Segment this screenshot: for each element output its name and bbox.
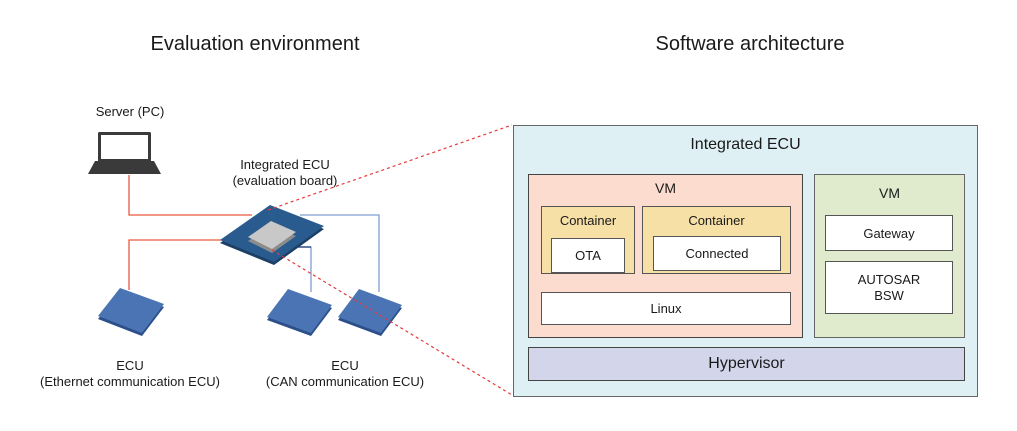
evaluation-environment-title: Evaluation environment (150, 33, 360, 55)
ecu-can-label: ECU (CAN communication ECU) (250, 358, 440, 390)
server-label: Server (PC) (95, 104, 165, 119)
ecu-ethernet-label-line1: ECU (116, 358, 144, 373)
vm-right-label: VM (879, 185, 900, 201)
ecu-can-device-1-icon (267, 289, 332, 336)
hypervisor-block: Hypervisor (528, 347, 965, 381)
container-ota-label: Container (559, 213, 617, 228)
vm-left-label: VM (655, 180, 676, 196)
integrated-ecu-label: Integrated ECU (evaluation board) (210, 157, 360, 189)
zoom-guide-top (267, 124, 513, 211)
integrated-ecu-label-line2: (evaluation board) (232, 173, 338, 188)
ota-block: OTA (551, 238, 625, 273)
ecu-ethernet-label-line2: (Ethernet communication ECU) (40, 374, 220, 389)
can-link-ecu1 (300, 246, 312, 292)
ecu-can-device-2-icon (338, 289, 402, 336)
gateway-block: Gateway (825, 215, 953, 251)
software-architecture-title: Software architecture (655, 33, 845, 55)
can-link-ecu2 (300, 214, 380, 292)
integrated-ecu-block-label: Integrated ECU (690, 136, 801, 153)
autosar-line1: AUTOSAR (857, 271, 921, 287)
ecu-ethernet-label: ECU (Ethernet communication ECU) (20, 358, 240, 390)
integrated-ecu-board-icon (220, 205, 324, 265)
linux-block: Linux (541, 292, 791, 325)
autosar-line2: BSW (874, 287, 904, 303)
ethernet-link-server (128, 175, 252, 216)
connected-block: Connected (653, 236, 781, 271)
ecu-can-label-line1: ECU (331, 358, 359, 373)
container-connected-label: Container (688, 213, 745, 228)
autosar-bsw-block: AUTOSAR BSW (825, 261, 953, 314)
ethernet-link-ecu (128, 239, 248, 290)
ecu-ethernet-device-icon (98, 288, 164, 336)
laptop-icon (88, 132, 161, 174)
integrated-ecu-label-line1: Integrated ECU (240, 157, 330, 172)
ecu-can-label-line2: (CAN communication ECU) (265, 374, 425, 389)
zoom-guide-bottom (271, 249, 513, 396)
